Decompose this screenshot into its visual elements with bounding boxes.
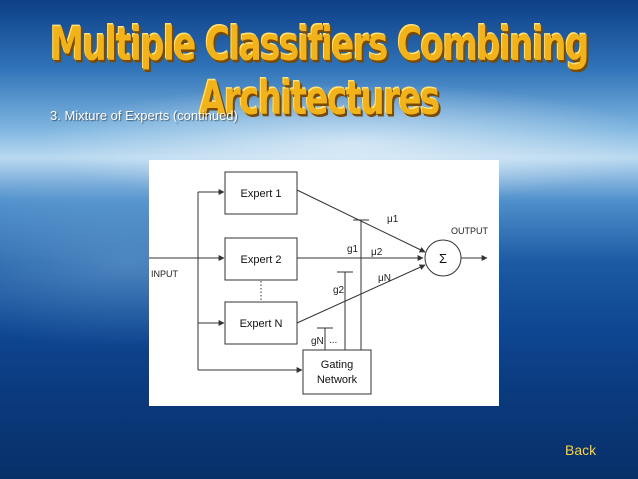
gating-label-line1: Gating [321,359,353,371]
g2-label: g2 [333,285,345,296]
summation-node: Σ [424,239,462,277]
summation-symbol: Σ [439,251,447,266]
slide-subtitle: 3. Mixture of Experts (continued) [50,108,238,123]
input-label: INPUT [151,269,179,279]
back-link[interactable]: Back [565,442,597,458]
expert-1-box: Expert 1 [224,171,298,215]
g1-label: g1 [347,244,359,255]
gating-ellipsis: ... [329,335,337,346]
expert-n-label: Expert N [240,318,283,330]
expert-1-label: Expert 1 [241,188,282,200]
mu-2-label: μ2 [371,247,383,258]
gn-label: gN [311,336,324,347]
mu-1-label: μ1 [387,214,399,225]
output-label: OUTPUT [451,226,489,236]
mu-n-label: μN [378,273,391,284]
gating-network-box: Gating Network [302,349,372,395]
slide-title: Multiple Classifiers Combining Architect… [50,18,589,126]
mixture-of-experts-diagram: INPUT Expert 1 Expert 2 Expert N Σ OUTPU… [149,160,499,406]
gating-label-line2: Network [317,374,358,386]
expert-2-box: Expert 2 [224,237,298,281]
expert-n-box: Expert N [224,301,298,345]
expert-2-label: Expert 2 [241,254,282,266]
